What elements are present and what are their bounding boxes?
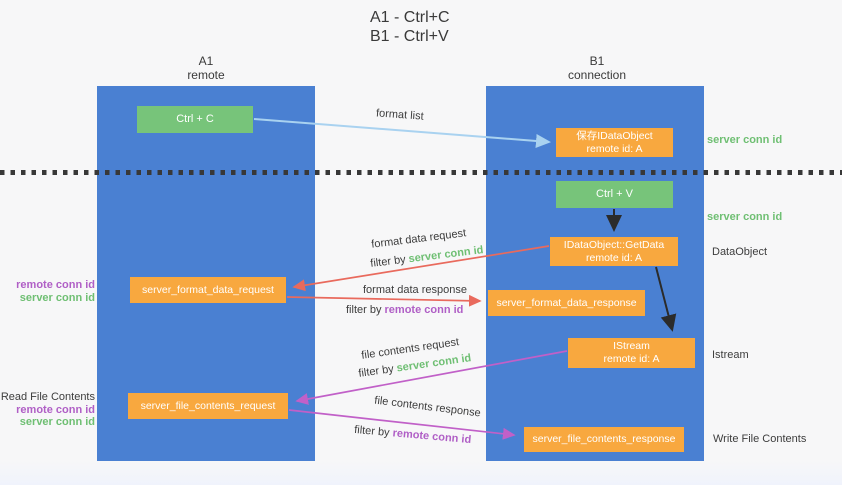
lane-a1-header: A1 remote (145, 54, 267, 82)
lane-b1-subtitle: connection (567, 68, 627, 82)
idataobject-getdata-node: IDataObject::GetData remote id: A (550, 237, 678, 266)
ctrl-c-node: Ctrl + C (137, 106, 253, 133)
lane-b1-header: B1 connection (536, 54, 658, 82)
istream-line1: IStream (613, 340, 650, 352)
session-divider-dotted-line (0, 170, 842, 175)
server-format-data-response-node: server_format_data_response (488, 290, 645, 316)
server-conn-id-text: server conn id (395, 352, 473, 375)
server-conn-id-text: server conn id (407, 244, 485, 266)
filter-by-text: filter by (353, 423, 391, 439)
filter-by-remote-conn-id-label-2: filter by remote conn id (354, 424, 472, 446)
filter-by-text: filter by (369, 253, 407, 270)
server-format-data-request-node: server_format_data_request (130, 277, 286, 303)
idataobject-getdata-line1: IDataObject::GetData (563, 238, 665, 251)
file-contents-response-label: file contents response (373, 394, 482, 420)
ctrl-v-label: Ctrl + V (596, 188, 633, 200)
remote-conn-id-text: remote conn id (384, 304, 464, 316)
server-file-contents-response-node: server_file_contents_response (524, 427, 684, 452)
lane-a1-name: A1 (198, 54, 214, 68)
server-file-contents-request-label: server_file_contents_request (140, 399, 276, 412)
filter-by-text: filter by (346, 304, 382, 316)
ctrl-c-label: Ctrl + C (176, 113, 214, 125)
server-conn-id-left-label-2: server conn id (19, 416, 95, 428)
conn-id-left-group-1: remote conn id server conn id (0, 279, 95, 304)
save-idataobject-line1: 保存IDataObject (576, 129, 653, 142)
save-idataobject-node: 保存IDataObject remote id: A (556, 128, 673, 157)
read-file-contents-group: Read File Contents remote conn id server… (0, 391, 95, 429)
istream-side-label: Istream (712, 349, 749, 361)
remote-conn-id-left-label-2: remote conn id (16, 403, 95, 416)
server-file-contents-response-label: server_file_contents_response (532, 433, 676, 445)
server-file-contents-request-node: server_file_contents_request (128, 393, 288, 419)
idataobject-getdata-line2: remote id: A (585, 251, 643, 264)
istream-line2: remote id: A (603, 353, 660, 365)
server-conn-id-side-label-top: server conn id (707, 134, 783, 146)
title-line-1: A1 - Ctrl+C (370, 9, 450, 26)
format-data-response-label: format data response (363, 284, 467, 296)
lane-a1-subtitle: remote (187, 68, 225, 82)
filter-by-remote-conn-id-label-1: filter by remote conn id (346, 304, 463, 316)
server-conn-id-side-label-mid: server conn id (707, 211, 783, 223)
read-file-contents-label: Read File Contents (0, 391, 95, 403)
format-list-label: format list (375, 107, 425, 123)
remote-conn-id-text: remote conn id (392, 427, 472, 447)
lane-b1-name: B1 (589, 54, 605, 68)
filter-by-text: filter by (357, 363, 395, 380)
diagram-title: A1 - Ctrl+C B1 - Ctrl+V (370, 8, 450, 46)
format-data-response-arrow (286, 294, 482, 307)
ctrl-v-node: Ctrl + V (556, 181, 673, 208)
save-idataobject-line2: remote id: A (586, 142, 643, 155)
server-format-data-request-label: server_format_data_request (142, 283, 274, 296)
dataobject-side-label: DataObject (712, 246, 768, 258)
write-file-contents-label: Write File Contents (713, 433, 807, 445)
title-line-2: B1 - Ctrl+V (370, 28, 449, 45)
remote-conn-id-left-label-1: remote conn id (16, 279, 95, 291)
server-format-data-response-label: server_format_data_response (496, 296, 637, 309)
server-conn-id-left-label-1: server conn id (19, 291, 95, 304)
istream-node: IStream remote id: A (568, 338, 695, 368)
